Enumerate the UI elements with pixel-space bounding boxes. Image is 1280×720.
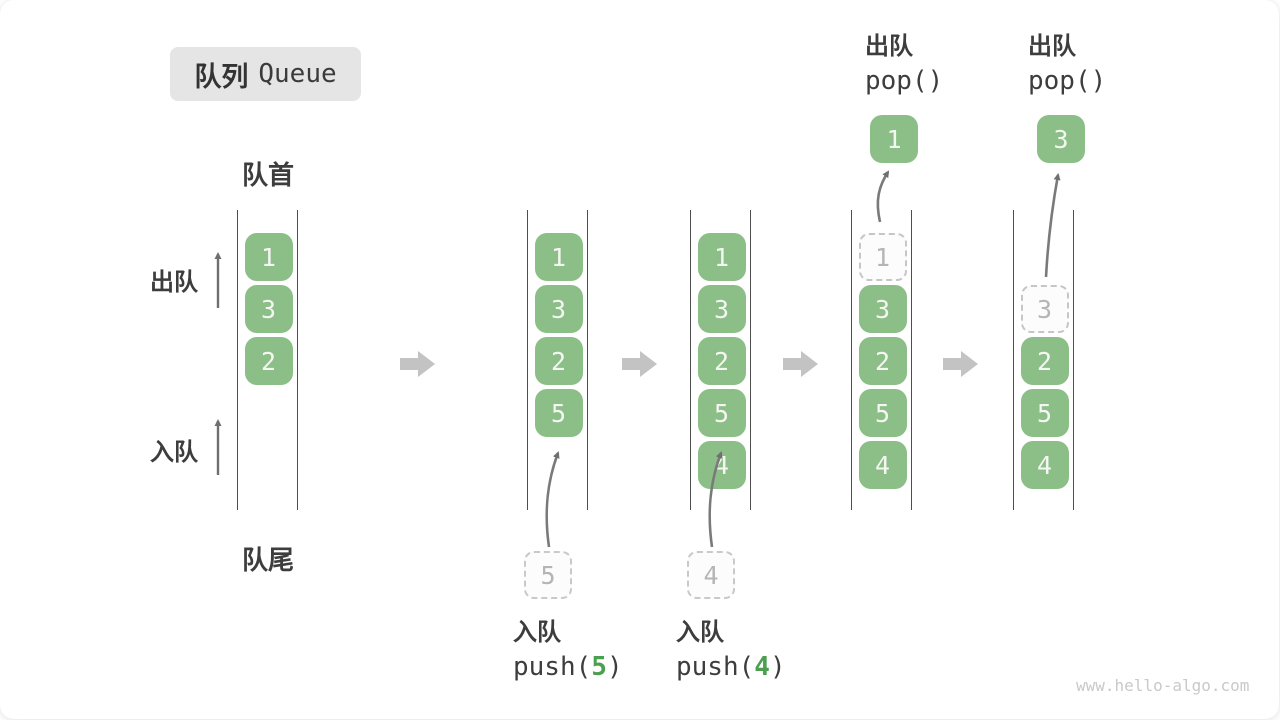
queue-item: 3 [244,285,293,333]
pop1-zh: 出队 [865,33,913,60]
queue-item-removed: 3 [1020,285,1069,333]
state-transition-arrow [943,350,979,378]
title-zh: 队列 [194,61,249,92]
queue-item: 2 [244,337,293,385]
queue-state-2: 1 3 2 5 [527,210,588,510]
state-transition-arrow [400,350,436,378]
queue-item: 4 [1020,441,1069,489]
enqueue-side-label: 入队 [150,439,198,466]
queue-item: 3 [534,285,583,333]
queue-state-1: 1 3 2 [237,210,298,510]
diagram-title: 队列 Queue [170,47,361,101]
queue-item: 5 [858,389,907,437]
staged-item: 4 [687,551,735,599]
queue-item: 2 [1020,337,1069,385]
queue-state-4: 1 3 2 5 4 [851,210,912,510]
queue-state-5: 3 2 5 4 [1013,210,1074,510]
queue-item: 5 [534,389,583,437]
push4-zh: 入队 [676,619,724,646]
push5-code: push(5) [513,652,623,682]
queue-item: 4 [858,441,907,489]
queue-item: 4 [697,441,746,489]
queue-item: 2 [858,337,907,385]
queue-rear-label: 队尾 [242,545,295,575]
state-transition-arrow [783,350,819,378]
popped-item: 3 [1037,115,1085,163]
popped-item: 1 [870,115,918,163]
queue-item: 5 [697,389,746,437]
push5-zh: 入队 [513,619,561,646]
queue-item: 3 [697,285,746,333]
queue-item: 3 [858,285,907,333]
dequeue-side-label: 出队 [150,269,198,296]
queue-item: 1 [534,233,583,281]
queue-item: 5 [1020,389,1069,437]
pop2-operation-label: 出队 pop() [1028,30,1106,98]
pop1-code: pop() [865,66,944,96]
staged-item: 5 [524,551,572,599]
pop2-code: pop() [1028,66,1107,96]
queue-front-label: 队首 [242,160,295,190]
state-transition-arrow [622,350,658,378]
push4-code: push(4) [676,652,786,682]
pop1-operation-label: 出队 pop() [865,30,943,98]
queue-item-removed: 1 [858,233,907,281]
watermark: www.hello-algo.com [1076,676,1250,695]
queue-item: 1 [697,233,746,281]
title-en: Queue [258,59,337,89]
queue-item: 2 [534,337,583,385]
queue-state-3: 1 3 2 5 4 [690,210,751,510]
pop2-zh: 出队 [1028,33,1076,60]
push4-operation-label: 入队 push(4) [676,616,786,684]
queue-item: 1 [244,233,293,281]
queue-item: 2 [697,337,746,385]
push5-operation-label: 入队 push(5) [513,616,623,684]
